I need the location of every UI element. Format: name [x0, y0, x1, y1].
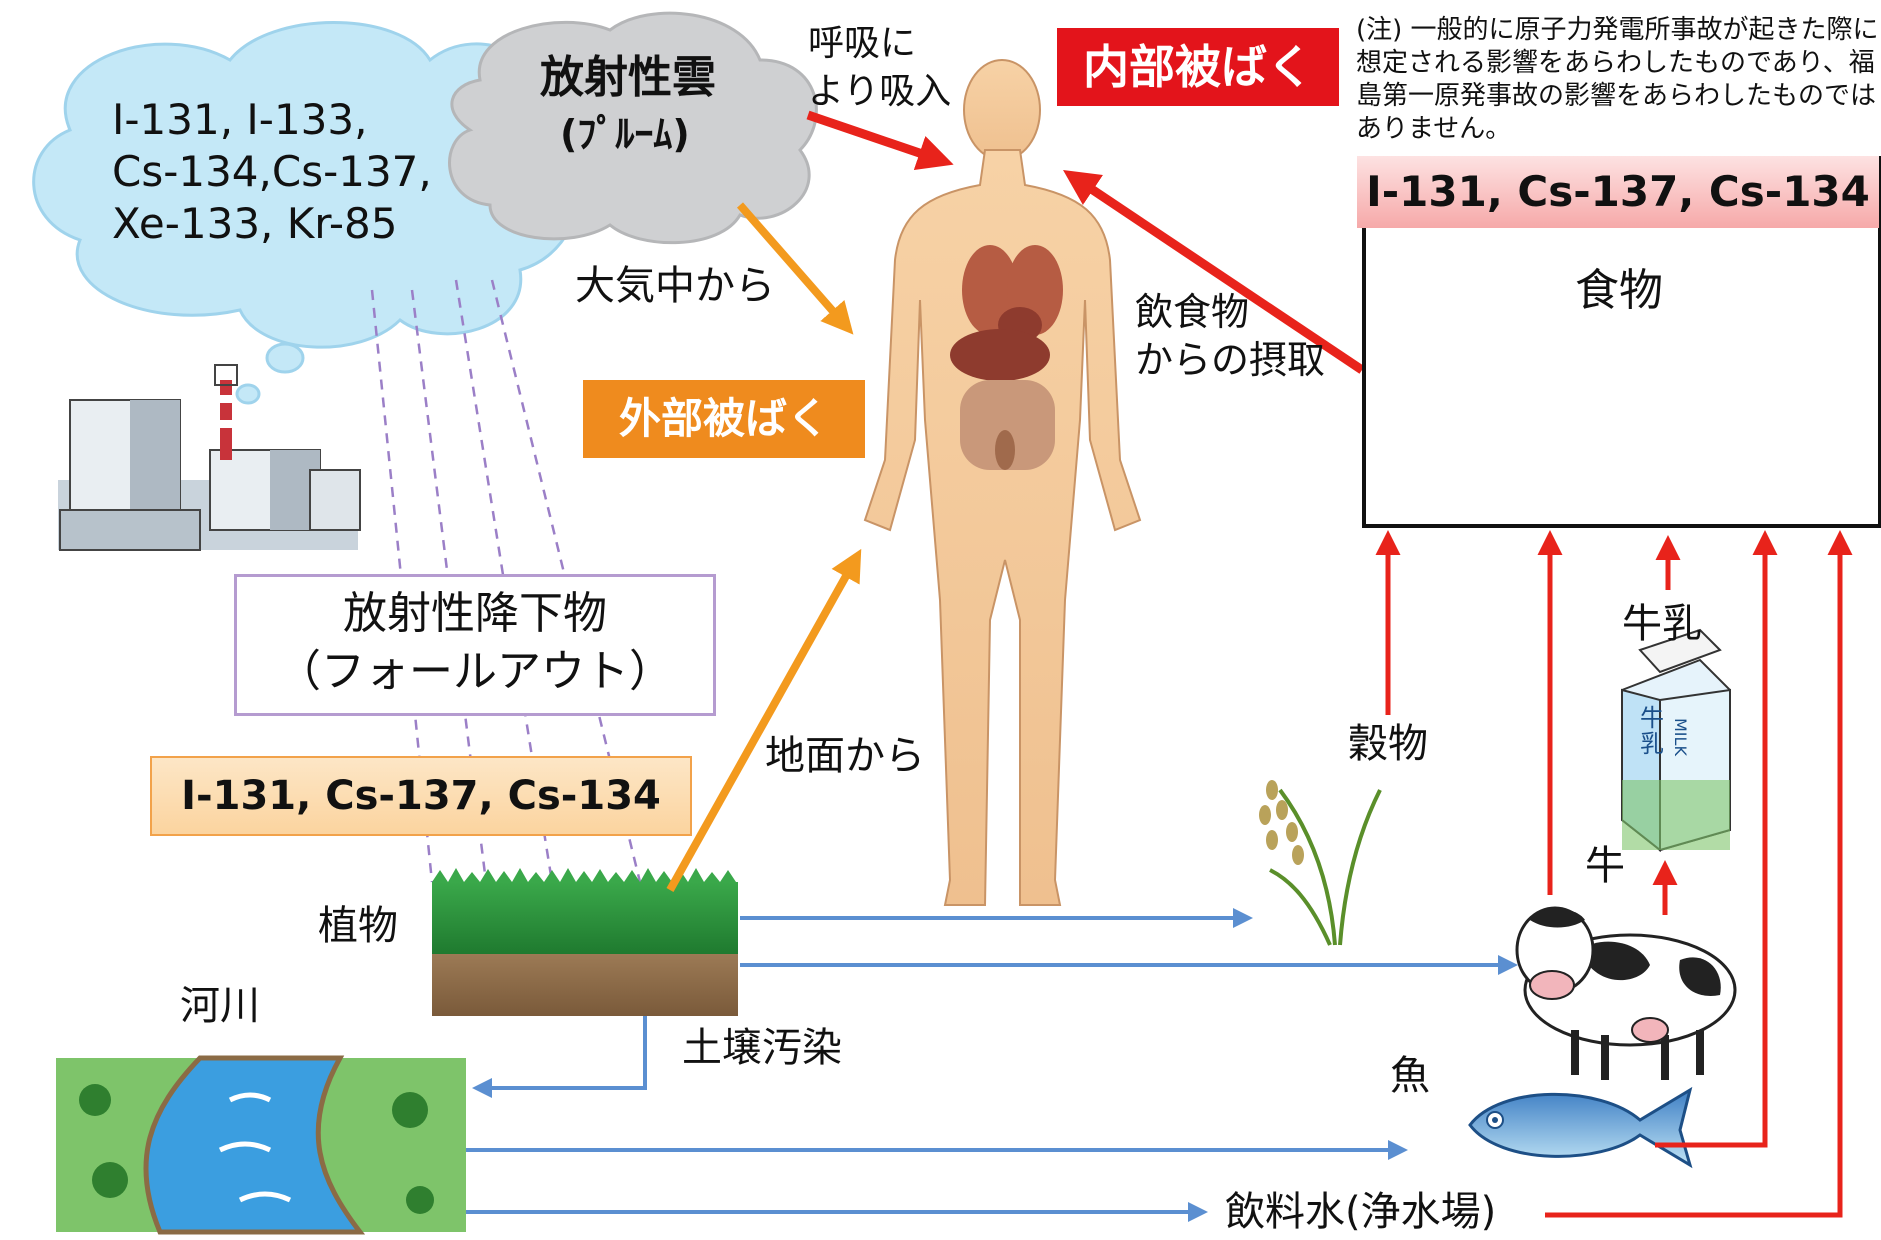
- external-exposure-arrows: [666, 202, 862, 892]
- power-plant: [58, 364, 361, 551]
- inhalation-label-line1: 呼吸に: [808, 23, 917, 64]
- cloud-isotope-line: Cs-134,Cs-137,: [112, 147, 432, 196]
- river-illustration: [56, 1055, 466, 1235]
- from-air-label: 大気中から: [575, 263, 775, 309]
- fish-label: 魚: [1390, 1053, 1430, 1099]
- arrow-inhalation: [806, 110, 954, 171]
- food-isotope-header: I-131, Cs-137, Cs-134: [1357, 156, 1879, 228]
- grain-label: 穀物: [1348, 721, 1428, 767]
- cloud-isotope-line: Xe-133, Kr-85: [112, 199, 398, 248]
- arrow-soil-to-river: [472, 1016, 647, 1098]
- isotope-cloud: [32, 21, 581, 405]
- soil-contamination-label: 土壌汚染: [682, 1025, 842, 1071]
- ingestion-label-line1: 飲食物: [1135, 290, 1250, 334]
- milk-carton-illustration: [1621, 628, 1731, 853]
- fallout-sublabel: （フォールアウト）: [277, 646, 673, 697]
- plume-cloud: [448, 11, 818, 245]
- food-supply-arrows: [1375, 530, 1853, 1218]
- disclaimer-note: (注) 一般的に原子力発電所事故が起きた際に想定される影響をあらわしたものであり…: [1356, 15, 1879, 144]
- human-figure: [863, 59, 1142, 906]
- cloud-isotope-list: I-131, I-133, Cs-134,Cs-137, Xe-133, Kr-…: [112, 94, 432, 250]
- plant-soil-block: [432, 868, 738, 1016]
- cloud-isotope-line: I-131, I-133,: [112, 95, 368, 144]
- river-label: 河川: [180, 983, 260, 1029]
- arrow-ingestion: [1063, 169, 1365, 374]
- internal-exposure-arrows: [806, 110, 1365, 374]
- food-label: 食物: [1575, 265, 1663, 316]
- arrow-from-air: [736, 202, 854, 335]
- arrow-fish-to-food: [1655, 530, 1778, 1148]
- plume-sublabel: (ﾌﾟﾙｰﾑ): [560, 112, 690, 156]
- drinking-water-label: 飲料水(浄水場): [1225, 1189, 1497, 1235]
- fish-illustration: [1468, 1086, 1693, 1169]
- arrow-from-ground: [666, 548, 862, 892]
- ingestion-label-line2: からの摂取: [1135, 338, 1326, 382]
- arrow-water-to-food: [1545, 530, 1853, 1218]
- environment-flow-arrows: [466, 908, 1518, 1222]
- milk-carton-latin: MILK: [1671, 718, 1690, 756]
- milk-carton-kanji: 牛 乳: [1640, 704, 1664, 758]
- fallout-isotope-box: I-131, Cs-137, Cs-134: [150, 756, 692, 836]
- internal-exposure-badge: 内部被ばく: [1057, 28, 1339, 106]
- plume-label: 放射性雲: [540, 52, 716, 103]
- inhalation-label-line2: より吸入: [808, 71, 952, 112]
- milk-label: 牛乳: [1622, 601, 1702, 647]
- external-exposure-badge: 外部被ばく: [583, 380, 865, 458]
- grain-plant: [1259, 780, 1382, 946]
- cow-illustration: [1515, 906, 1737, 1080]
- plants-label: 植物: [318, 903, 398, 949]
- fallout-label: 放射性降下物: [343, 588, 607, 639]
- from-ground-label: 地面から: [765, 733, 925, 779]
- fallout-box: 放射性降下物 （フォールアウト）: [234, 574, 716, 716]
- cow-label: 牛: [1585, 843, 1625, 889]
